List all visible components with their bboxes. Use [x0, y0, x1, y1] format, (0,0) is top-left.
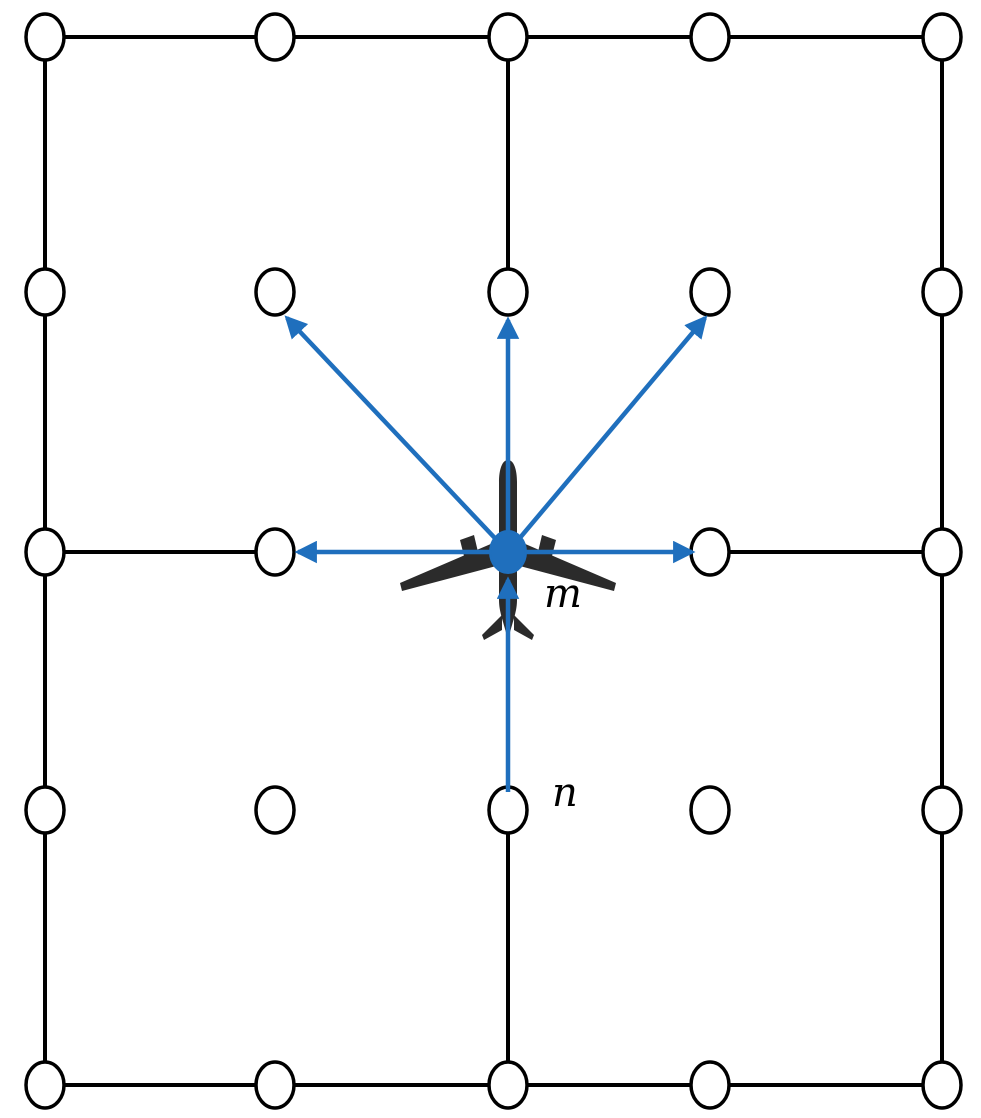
previous-node-n: [487, 785, 529, 835]
grid-node: [689, 267, 731, 317]
grid-node: [689, 1060, 731, 1110]
grid-node: [24, 527, 66, 577]
grid-node: [921, 12, 963, 62]
grid-node: [254, 785, 296, 835]
grid-node: [254, 12, 296, 62]
grid-node: [487, 12, 529, 62]
arrow-northeast: [506, 315, 708, 554]
label-m: m: [544, 571, 582, 617]
grid-node: [24, 1060, 66, 1110]
grid-node: [689, 12, 731, 62]
move-arrows: [284, 315, 708, 792]
label-n: n: [552, 770, 578, 816]
grid-node: [24, 267, 66, 317]
grid-node: [254, 527, 296, 577]
grid-node: [921, 1060, 963, 1110]
grid-node: [254, 1060, 296, 1110]
grid-node: [689, 785, 731, 835]
grid-node: [487, 1060, 529, 1110]
aircraft-tail: [482, 615, 534, 640]
current-node-m: [489, 530, 527, 574]
grid-node: [921, 527, 963, 577]
grid-node: [921, 267, 963, 317]
grid-node: [24, 12, 66, 62]
grid-node: [487, 267, 529, 317]
aircraft-wings: [400, 540, 616, 591]
grid-node: [689, 527, 731, 577]
grid-nodes: [24, 12, 963, 1110]
arrow-northwest: [284, 315, 510, 554]
grid-node: [921, 785, 963, 835]
grid-node: [24, 785, 66, 835]
grid-node: [254, 267, 296, 317]
